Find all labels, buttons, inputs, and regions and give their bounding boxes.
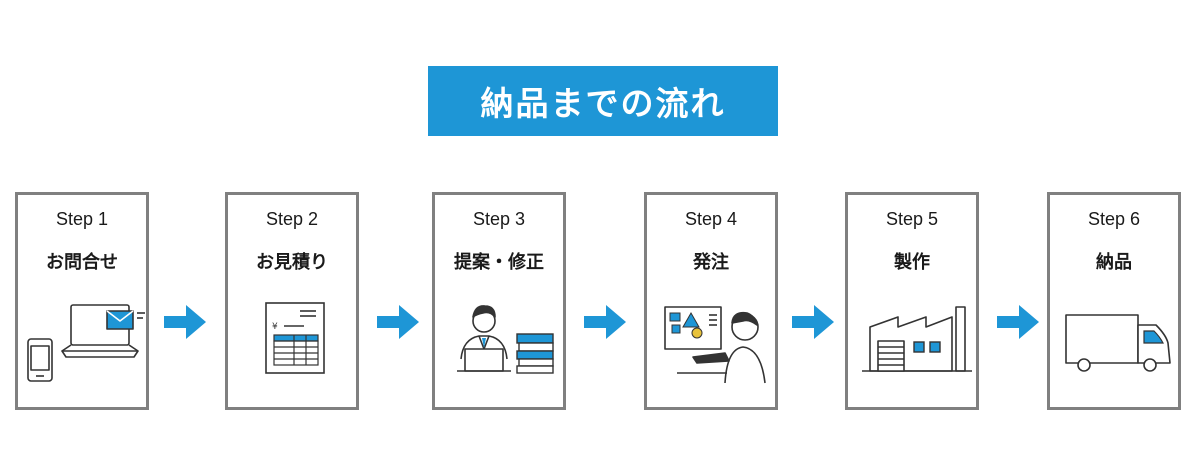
right-arrow-icon xyxy=(997,305,1039,339)
step-card-3: Step 3 提案・修正 xyxy=(432,192,566,410)
step-name: 提案・修正 xyxy=(454,252,544,273)
factory-icon xyxy=(862,306,972,372)
page-title: 納品までの流れ xyxy=(428,66,778,136)
right-arrow-icon xyxy=(584,305,626,339)
step-card-6: Step 6 納品 xyxy=(1047,192,1181,410)
step-card-5: Step 5 製作 xyxy=(845,192,979,410)
right-arrow-icon xyxy=(164,305,206,339)
step-card-2: Step 2 お見積り ¥ xyxy=(225,192,359,410)
laptop-phone-mail-icon xyxy=(27,304,145,382)
step-label: Step 4 xyxy=(684,209,738,229)
step-name: お問合せ xyxy=(46,252,118,273)
right-arrow-icon xyxy=(377,305,419,339)
step-card-1: Step 1 お問合せ xyxy=(15,192,149,410)
step-label: Step 6 xyxy=(1087,209,1141,229)
order-presentation-icon xyxy=(664,306,766,384)
delivery-truck-icon xyxy=(1065,314,1171,372)
step-name: 製作 xyxy=(894,252,930,273)
svg-text:¥: ¥ xyxy=(272,322,278,332)
step-label: Step 3 xyxy=(472,209,526,229)
right-arrow-icon xyxy=(792,305,834,339)
step-label: Step 2 xyxy=(265,209,319,229)
presenter-laptop-icon xyxy=(457,305,554,374)
step-card-4: Step 4 発注 xyxy=(644,192,778,410)
step-name: お見積り xyxy=(256,252,328,273)
estimate-document-icon: ¥ xyxy=(265,302,325,374)
step-name: 発注 xyxy=(693,252,729,273)
step-name: 納品 xyxy=(1096,252,1132,273)
step-label: Step 5 xyxy=(885,209,939,229)
step-label: Step 1 xyxy=(55,209,109,229)
